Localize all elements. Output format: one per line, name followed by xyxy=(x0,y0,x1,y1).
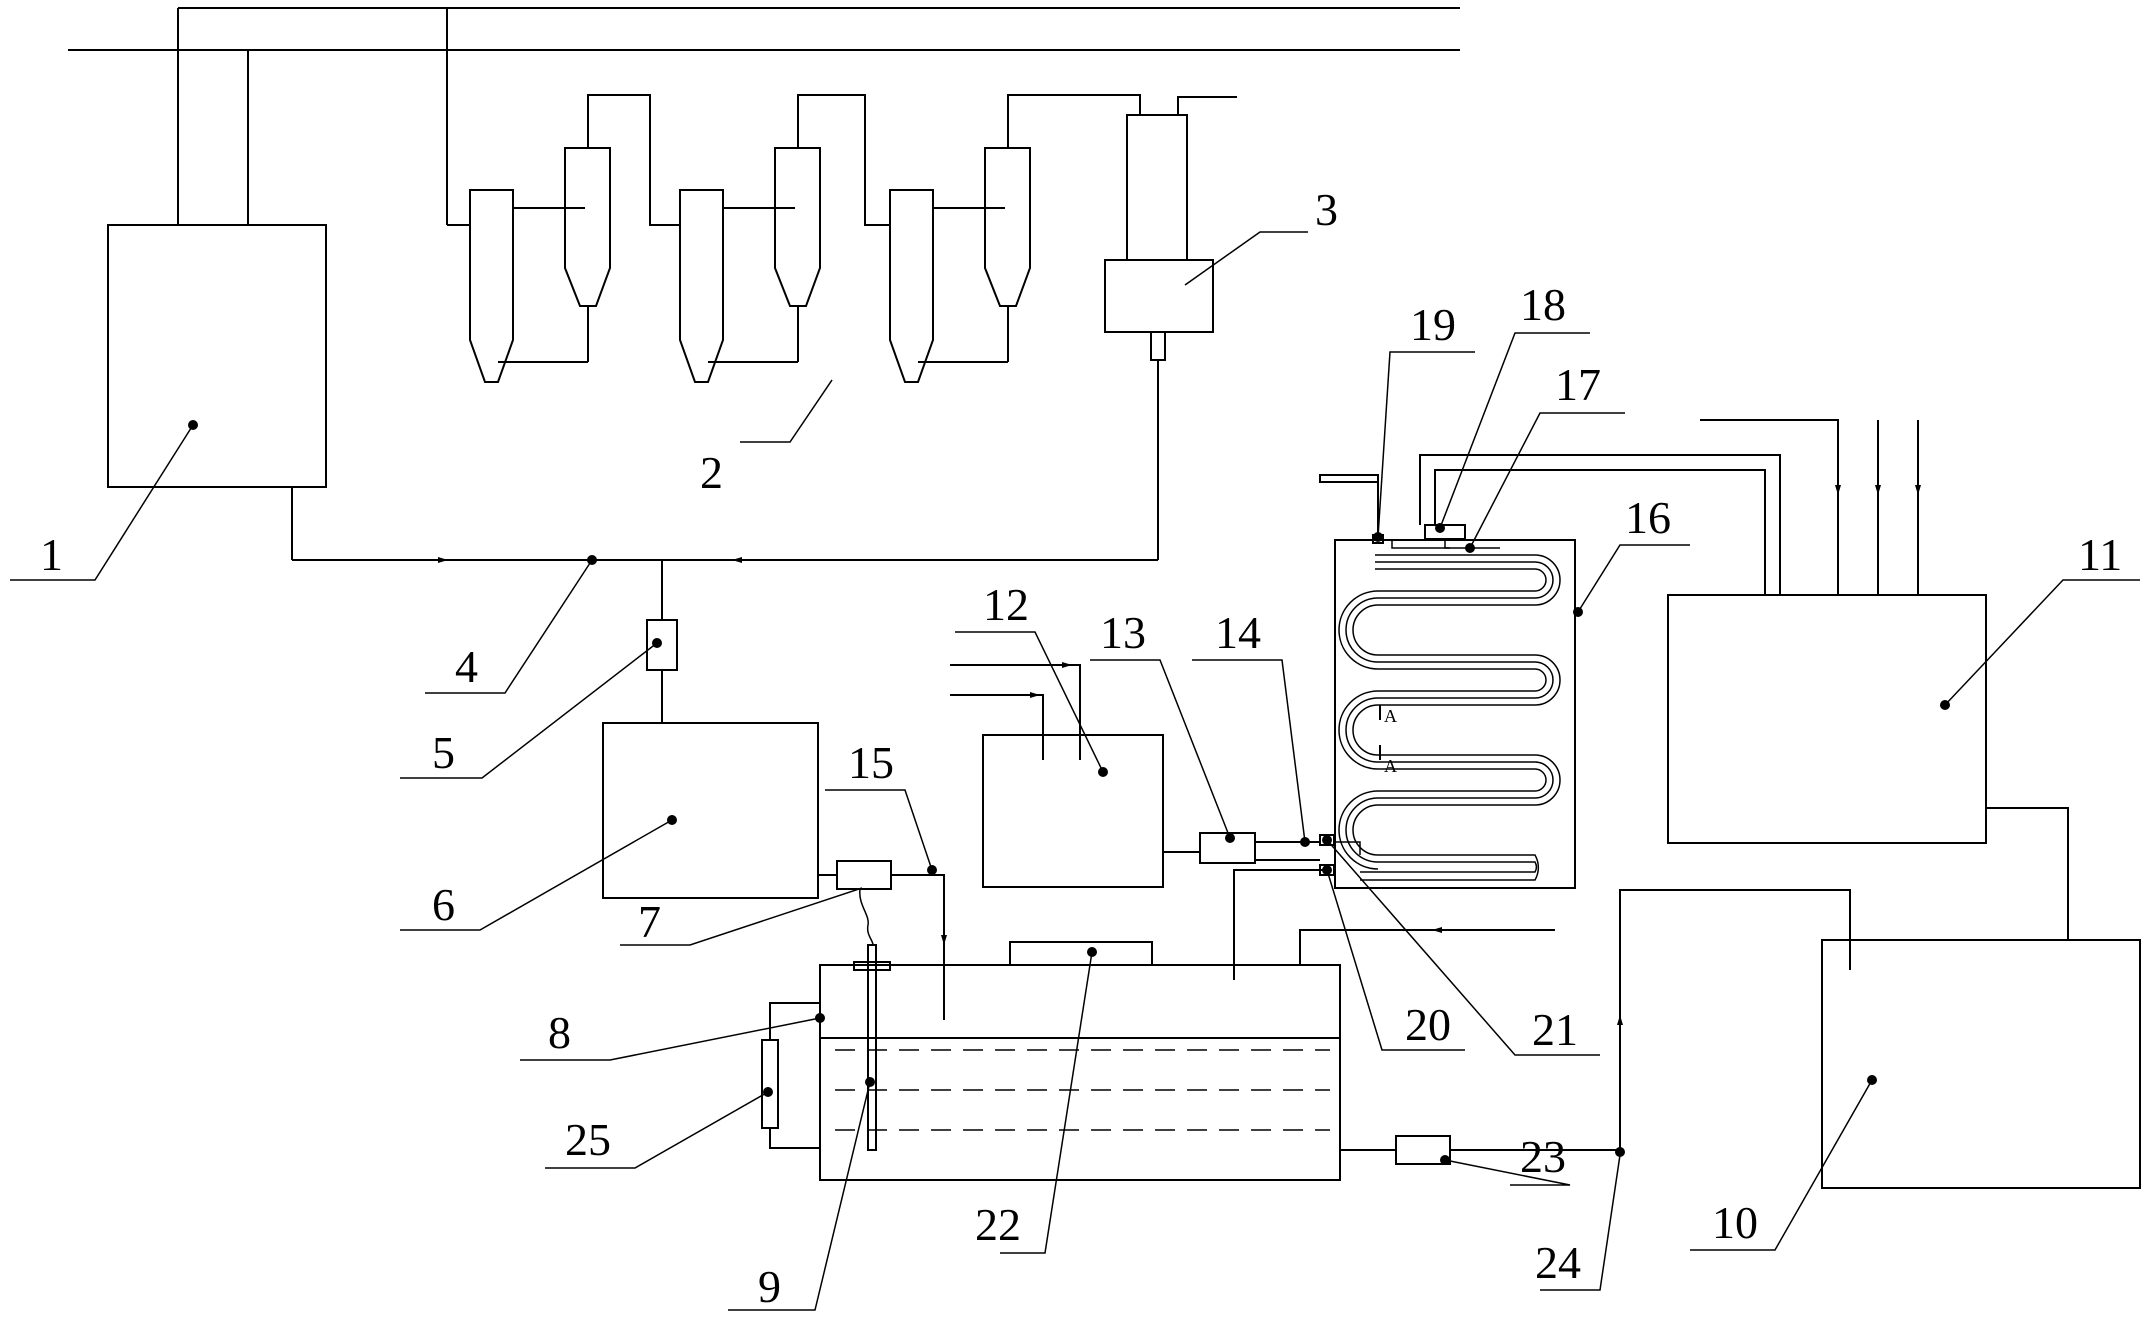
label-8: 8 xyxy=(548,1007,571,1058)
label-3: 3 xyxy=(1315,184,1338,235)
top-pipes xyxy=(68,7,1460,225)
label-22: 22 xyxy=(975,1199,1021,1250)
section-mark-upper: A xyxy=(1384,706,1397,726)
label-14: 14 xyxy=(1215,607,1261,658)
section-mark-lower: A xyxy=(1384,756,1397,776)
label-13: 13 xyxy=(1100,607,1146,658)
valve-5 xyxy=(646,619,678,671)
cyclone-group-2 xyxy=(447,94,1141,383)
equipment-1-box xyxy=(107,224,327,488)
equipment-12 xyxy=(950,662,1320,888)
hatch-22 xyxy=(1009,941,1153,966)
label-19: 19 xyxy=(1410,299,1456,350)
label-6: 6 xyxy=(432,879,455,930)
fitting-18 xyxy=(1424,524,1466,540)
label-20: 20 xyxy=(1405,999,1451,1050)
outlet-line xyxy=(1340,889,1851,1165)
tank-8 xyxy=(761,869,1555,1181)
label-12: 12 xyxy=(983,579,1029,630)
label-5: 5 xyxy=(432,727,455,778)
valve-7 xyxy=(836,860,892,890)
label-10: 10 xyxy=(1712,1197,1758,1248)
leader-lines xyxy=(10,231,2140,1311)
label-2: 2 xyxy=(700,447,723,498)
equipment-11 xyxy=(1667,419,2069,940)
label-23: 23 xyxy=(1520,1131,1566,1182)
label-4: 4 xyxy=(455,641,478,692)
label-15: 15 xyxy=(848,737,894,788)
label-16: 16 xyxy=(1625,492,1671,543)
label-11: 11 xyxy=(2078,529,2122,580)
label-9: 9 xyxy=(758,1261,781,1312)
label-17: 17 xyxy=(1555,359,1601,410)
equipment-10-box xyxy=(1821,939,2141,1189)
pipe-4 xyxy=(292,557,1158,723)
heater-9 xyxy=(867,944,877,1151)
part-labels: 1 2 3 4 5 6 7 8 9 10 11 12 13 14 15 16 1… xyxy=(40,184,2122,1312)
label-24: 24 xyxy=(1535,1237,1581,1288)
equipment-6-box xyxy=(602,722,819,899)
label-25: 25 xyxy=(565,1114,611,1165)
label-7: 7 xyxy=(638,896,661,947)
label-21: 21 xyxy=(1532,1004,1578,1055)
label-18: 18 xyxy=(1520,279,1566,330)
label-1: 1 xyxy=(40,529,63,580)
level-gauge-25 xyxy=(761,1039,779,1129)
heat-exchanger-16 xyxy=(1319,454,1781,889)
leader-dots xyxy=(188,420,1950,1165)
equipment-3 xyxy=(1104,96,1237,560)
